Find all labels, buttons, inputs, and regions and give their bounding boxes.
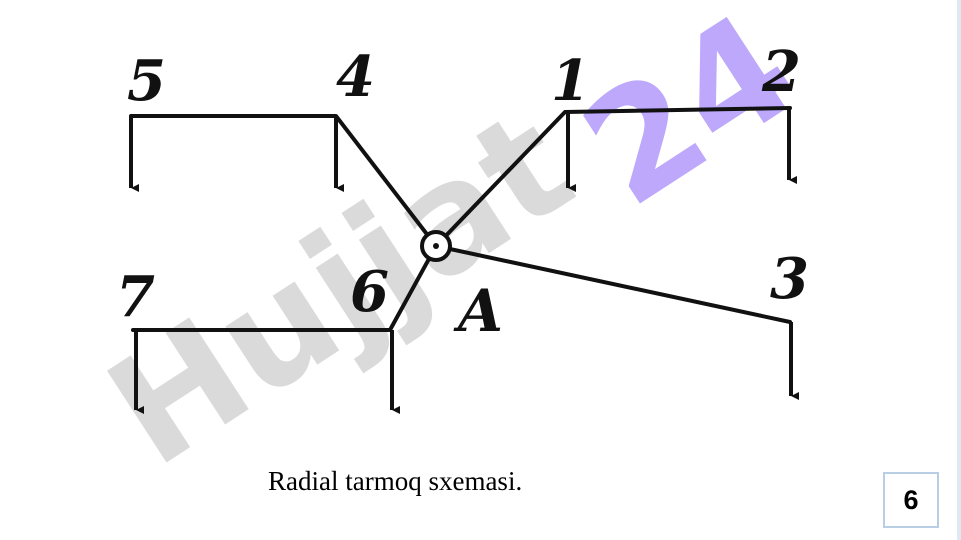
load-arrows	[129, 108, 799, 414]
page-number: 6	[883, 472, 939, 528]
watermark-number: 24	[555, 0, 825, 240]
branch-line-1-2	[434, 106, 792, 248]
node-label-4: 4	[336, 44, 375, 110]
node-label-2: 2	[761, 39, 801, 105]
source-node-dot	[433, 243, 439, 249]
slide-edge	[957, 0, 961, 540]
branch-line-3	[434, 244, 792, 324]
diagram-caption: Radial tarmoq sxemasi.	[268, 466, 523, 496]
node-label-6: 6	[350, 259, 389, 325]
node-label-7: 7	[116, 264, 155, 330]
watermark-text: Hujjat	[80, 78, 601, 501]
node-label-3: 3	[770, 246, 809, 312]
source-label: A	[453, 277, 503, 345]
node-label-1: 1	[551, 48, 590, 114]
node-label-5: 5	[127, 48, 166, 114]
source-node	[420, 230, 452, 262]
